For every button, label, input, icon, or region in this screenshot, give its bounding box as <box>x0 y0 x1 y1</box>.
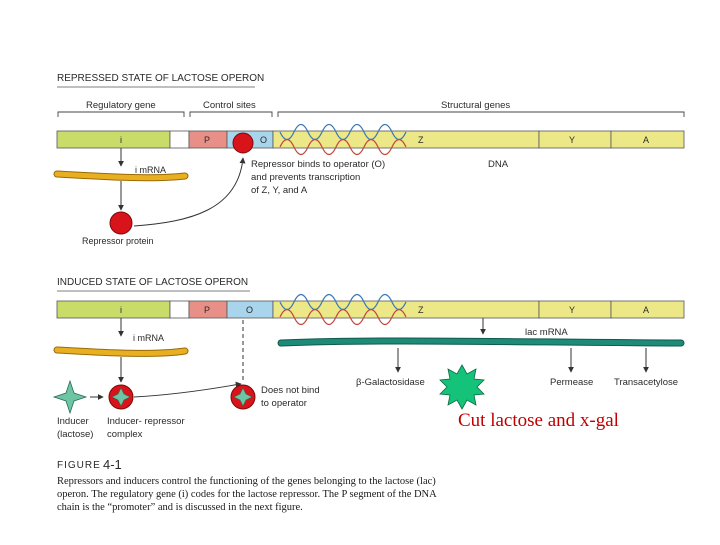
repressed-title: REPRESSED STATE OF LACTOSE OPERON <box>57 73 264 84</box>
spacer-segment <box>169 300 190 319</box>
gene-a-segment <box>610 300 685 319</box>
control-brace <box>189 111 273 117</box>
gene-z-label: Z <box>418 305 424 315</box>
caption-line3: chain is the “promoter” and is discussed… <box>57 502 303 513</box>
repressor-note-line3: of Z, Y, and A <box>251 185 308 196</box>
gene-p-label: P <box>204 135 210 145</box>
gene-y-label: Y <box>569 305 575 315</box>
bound-repressor-icon <box>232 132 254 154</box>
gene-a-label: A <box>643 305 649 315</box>
repressor-protein-icon <box>109 211 133 235</box>
control-sites-header: Control sites <box>203 100 256 111</box>
inducer-icon <box>52 379 88 415</box>
gene-i-segment <box>56 130 171 149</box>
gene-i-label: i <box>120 135 122 145</box>
inducer-label-line1: Inducer <box>57 416 89 427</box>
gene-i-label: i <box>120 305 122 315</box>
regulatory-brace <box>57 111 185 117</box>
gene-p-label: P <box>204 305 210 315</box>
gene-z-label: Z <box>418 135 424 145</box>
structural-brace <box>277 111 685 117</box>
gene-a-segment <box>610 130 685 149</box>
no-bind-label-line1: Does not bind <box>261 385 320 396</box>
lac-mrna-strand <box>278 338 684 346</box>
complex-label-line1: Inducer- repressor <box>107 416 185 427</box>
repressed-gene-bar: i P O Z Y A <box>56 123 685 156</box>
regulatory-gene-header: Regulatory gene <box>86 100 156 111</box>
repressor-note-line1: Repressor binds to operator (O) <box>251 159 385 170</box>
caption-line1: Repressors and inducers control the func… <box>57 476 436 487</box>
no-bind-label-line2: to operator <box>261 398 307 409</box>
starburst-icon <box>439 364 485 410</box>
complex-label-line2: complex <box>107 429 143 440</box>
dna-label: DNA <box>488 159 509 170</box>
unbound-complex-icon <box>230 384 256 410</box>
structural-genes-header: Structural genes <box>441 100 510 111</box>
induced-panel: INDUCED STATE OF LACTOSE OPERON i P O Z … <box>52 277 685 440</box>
induced-gene-bar: i P O Z Y A <box>56 293 685 326</box>
figure-label: FIGURE <box>57 460 101 471</box>
dna-helix-pattern <box>279 123 407 156</box>
dna-helix-pattern <box>279 293 407 326</box>
i-mrna-label: i mRNA <box>135 165 166 175</box>
lac-mrna-label: lac mRNA <box>525 327 568 338</box>
repressor-protein-label: Repressor protein <box>82 236 154 246</box>
repressor-binding-arrow <box>133 157 246 227</box>
annotation-text: Cut lactose and x-gal <box>458 410 619 431</box>
figure-number: 4-1 <box>103 457 122 472</box>
gene-i-segment <box>56 300 171 319</box>
permease-label: Permease <box>550 377 593 388</box>
i-mrna-strand <box>54 347 188 356</box>
repressed-panel: REPRESSED STATE OF LACTOSE OPERON Regula… <box>53 73 685 246</box>
inducer-repressor-complex-icon <box>108 384 134 410</box>
induced-title: INDUCED STATE OF LACTOSE OPERON <box>57 277 248 288</box>
caption-line2: operon. The regulatory gene (i) codes fo… <box>57 489 437 500</box>
gene-o-label: O <box>260 135 267 145</box>
gene-y-label: Y <box>569 135 575 145</box>
complex-migration-arrow <box>133 381 242 398</box>
galactosidase-label: β-Galactosidase <box>356 377 425 388</box>
inducer-label-line2: (lactose) <box>57 429 93 440</box>
i-mrna-strand <box>54 171 188 181</box>
spacer-segment <box>169 130 190 149</box>
gene-o-label: O <box>246 305 253 315</box>
gene-a-label: A <box>643 135 649 145</box>
i-mrna-label: i mRNA <box>133 333 164 343</box>
figure-caption: FIGURE 4-1 Repressors and inducers contr… <box>57 457 437 513</box>
transacetylase-label: Transacetylose <box>614 377 678 388</box>
repressor-note-line2: and prevents transcription <box>251 172 360 183</box>
